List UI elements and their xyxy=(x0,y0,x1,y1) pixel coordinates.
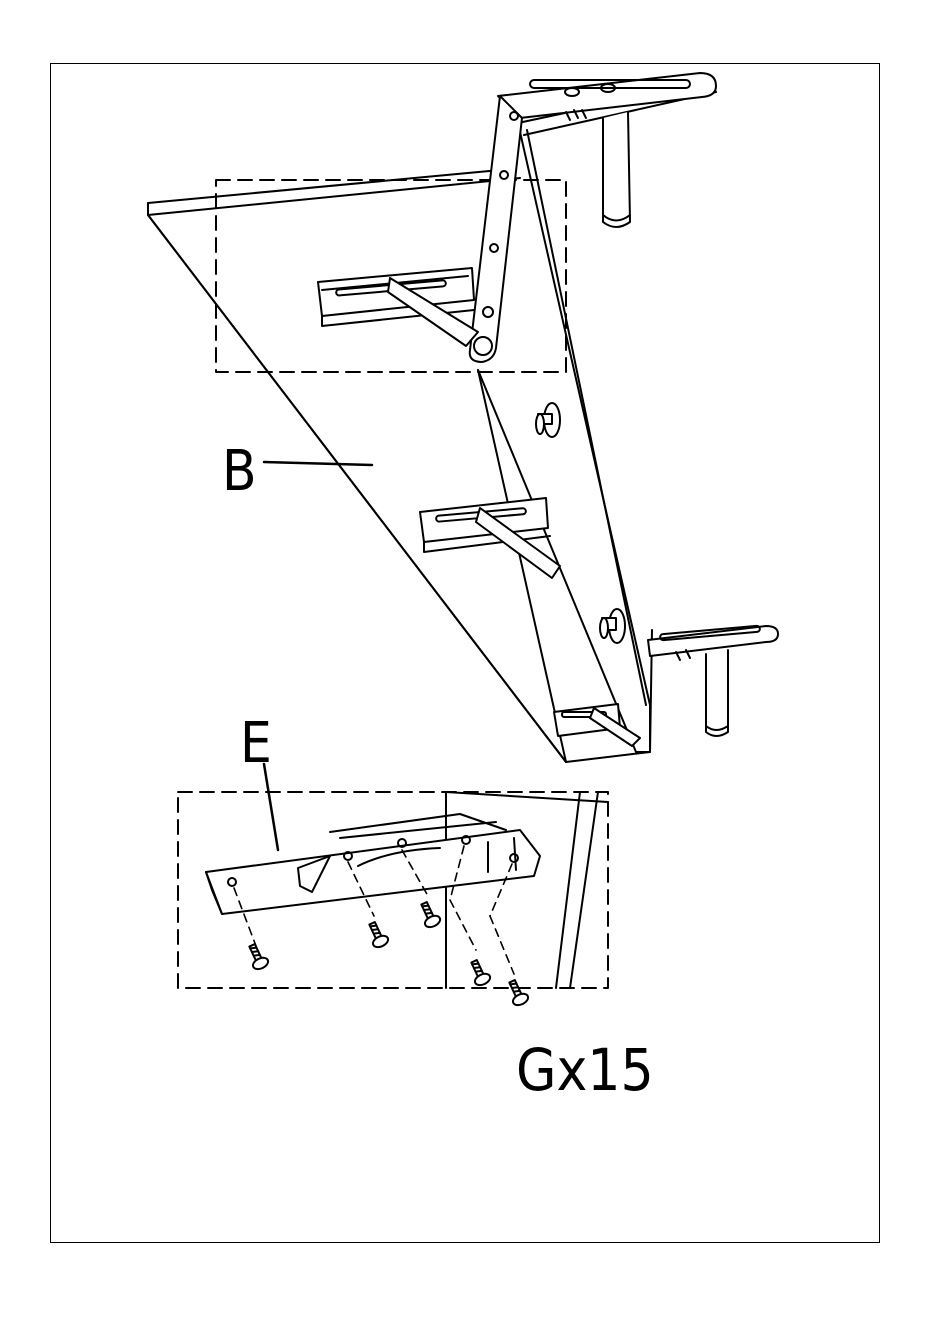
screw-quantity-label: Gx15 xyxy=(516,1036,654,1104)
part-b-label: B xyxy=(222,439,257,504)
support-rail-top xyxy=(318,268,478,346)
part-e-label: E xyxy=(240,711,272,776)
part-e-leader xyxy=(264,764,278,850)
bracket-e xyxy=(206,814,540,914)
screw-g xyxy=(245,900,530,1007)
table-top-panel xyxy=(148,82,716,762)
apron-knob-upper xyxy=(536,403,560,437)
leg-bracket-top xyxy=(470,73,716,362)
leg-bracket-bottom xyxy=(648,626,778,736)
